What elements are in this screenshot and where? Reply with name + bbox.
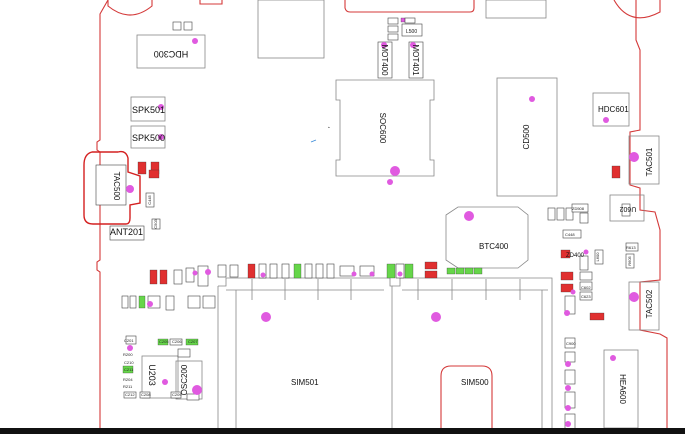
c210-label: C210 [124,360,134,365]
sim500-pins [417,279,521,300]
l500-label: L500 [406,29,417,35]
ant201-body [109,225,145,241]
spk501-outline [130,96,166,122]
u203-label: U203 [147,364,157,386]
c445-label: C445 [147,194,152,204]
small-cap-2 [387,25,399,33]
r200-label: R200 [123,352,133,357]
c448-label: C448 [565,232,575,237]
top-right-block-outline [485,0,547,19]
hdc601-outline [592,92,630,127]
tac500-pad-c [148,169,160,179]
c602-label: C602 [581,285,591,290]
pcb-top-right-notch [613,0,661,19]
pcb-sim500-slot [440,365,493,434]
u602-label: U602 [620,205,637,212]
r211-label: R211 [123,384,133,389]
sim501-connector [217,277,393,434]
tac501-outline [628,135,660,185]
hea600-label: HEA600 [618,374,627,404]
cd500-outline [496,77,558,197]
c209-label: C209 [172,392,182,397]
r613-label: R613 [626,245,636,250]
u203-outline [141,355,179,399]
c900-label: C900 [566,341,576,346]
mot401-label: MOT401 [411,44,420,76]
soc600-label: SOC600 [378,113,387,144]
mot400-label: MOT400 [380,44,389,76]
cd500-label: CD500 [522,124,531,149]
hdc601-label: HDC601 [598,105,629,114]
c205-label: C205 [159,339,169,344]
tac500-pad-a [137,161,147,175]
middle-part-row [217,261,483,279]
tac500-body [95,164,127,206]
pcb-left-edge [96,0,109,430]
c445-body [145,192,155,208]
small-cap-5 [404,17,416,24]
small-cap-3 [387,33,399,41]
r605-label: R605 [627,255,632,265]
sim500-connector [392,277,553,434]
tac500-label: TAC500 [112,172,121,201]
btc400-label: BTC400 [479,242,509,251]
zd400-label: ZD400 [566,253,585,259]
zd508-label: ZD508 [572,206,585,211]
tac502-label: TAC502 [645,289,654,318]
spk501-label: SPK501 [132,105,165,115]
osc200-label: OSC200 [180,364,189,395]
spk500-label: SPK500 [132,133,165,143]
tac500-highlight [83,150,141,225]
u602-outline [609,194,645,222]
r204-label: R204 [123,377,133,382]
c207-label: C207 [188,339,198,344]
l600-label: L600 [595,252,600,262]
tac501-label: TAC501 [645,147,654,176]
c206-label: C206 [172,339,182,344]
spk500-outline [130,125,166,149]
l500-body [401,23,423,37]
pcb-right-edge [629,0,668,430]
c503-body [151,218,161,230]
c623-label: C623 [581,294,591,299]
hdc300-outline [136,34,206,69]
c201-label: C201 [124,338,134,343]
mot401-body [408,41,424,79]
sim501-label: SIM501 [291,378,319,387]
soc-side-mark [310,139,317,143]
top-block-outline [257,0,325,59]
bottom-bar [0,428,685,434]
tac502-outline [628,281,660,331]
soc600-outline [335,79,435,177]
cap-top-left [172,21,182,31]
small-cap-1 [387,17,399,25]
btc400-outline [445,206,529,269]
small-cap-4 [400,17,406,23]
hdc300-label: HDC300 [154,49,189,59]
c208-label: C208 [141,392,151,397]
pcb-top-left-notch [107,0,153,16]
sim500-label: SIM500 [461,378,489,387]
ant201-label: ANT201 [110,227,143,237]
pcb-top-slot [199,0,223,5]
pcb-top-mid-notch [344,0,475,13]
c503-label: C503 [153,218,158,228]
left-lower-cluster [121,265,216,401]
mot400-body [377,41,393,79]
cap-top-left-2 [183,21,193,31]
soc-side-tick: r [326,126,331,128]
marker-dots [126,38,639,427]
sim501-pins [251,279,352,300]
c212-label: C212 [125,392,135,397]
c211-label: C211 [124,367,134,372]
